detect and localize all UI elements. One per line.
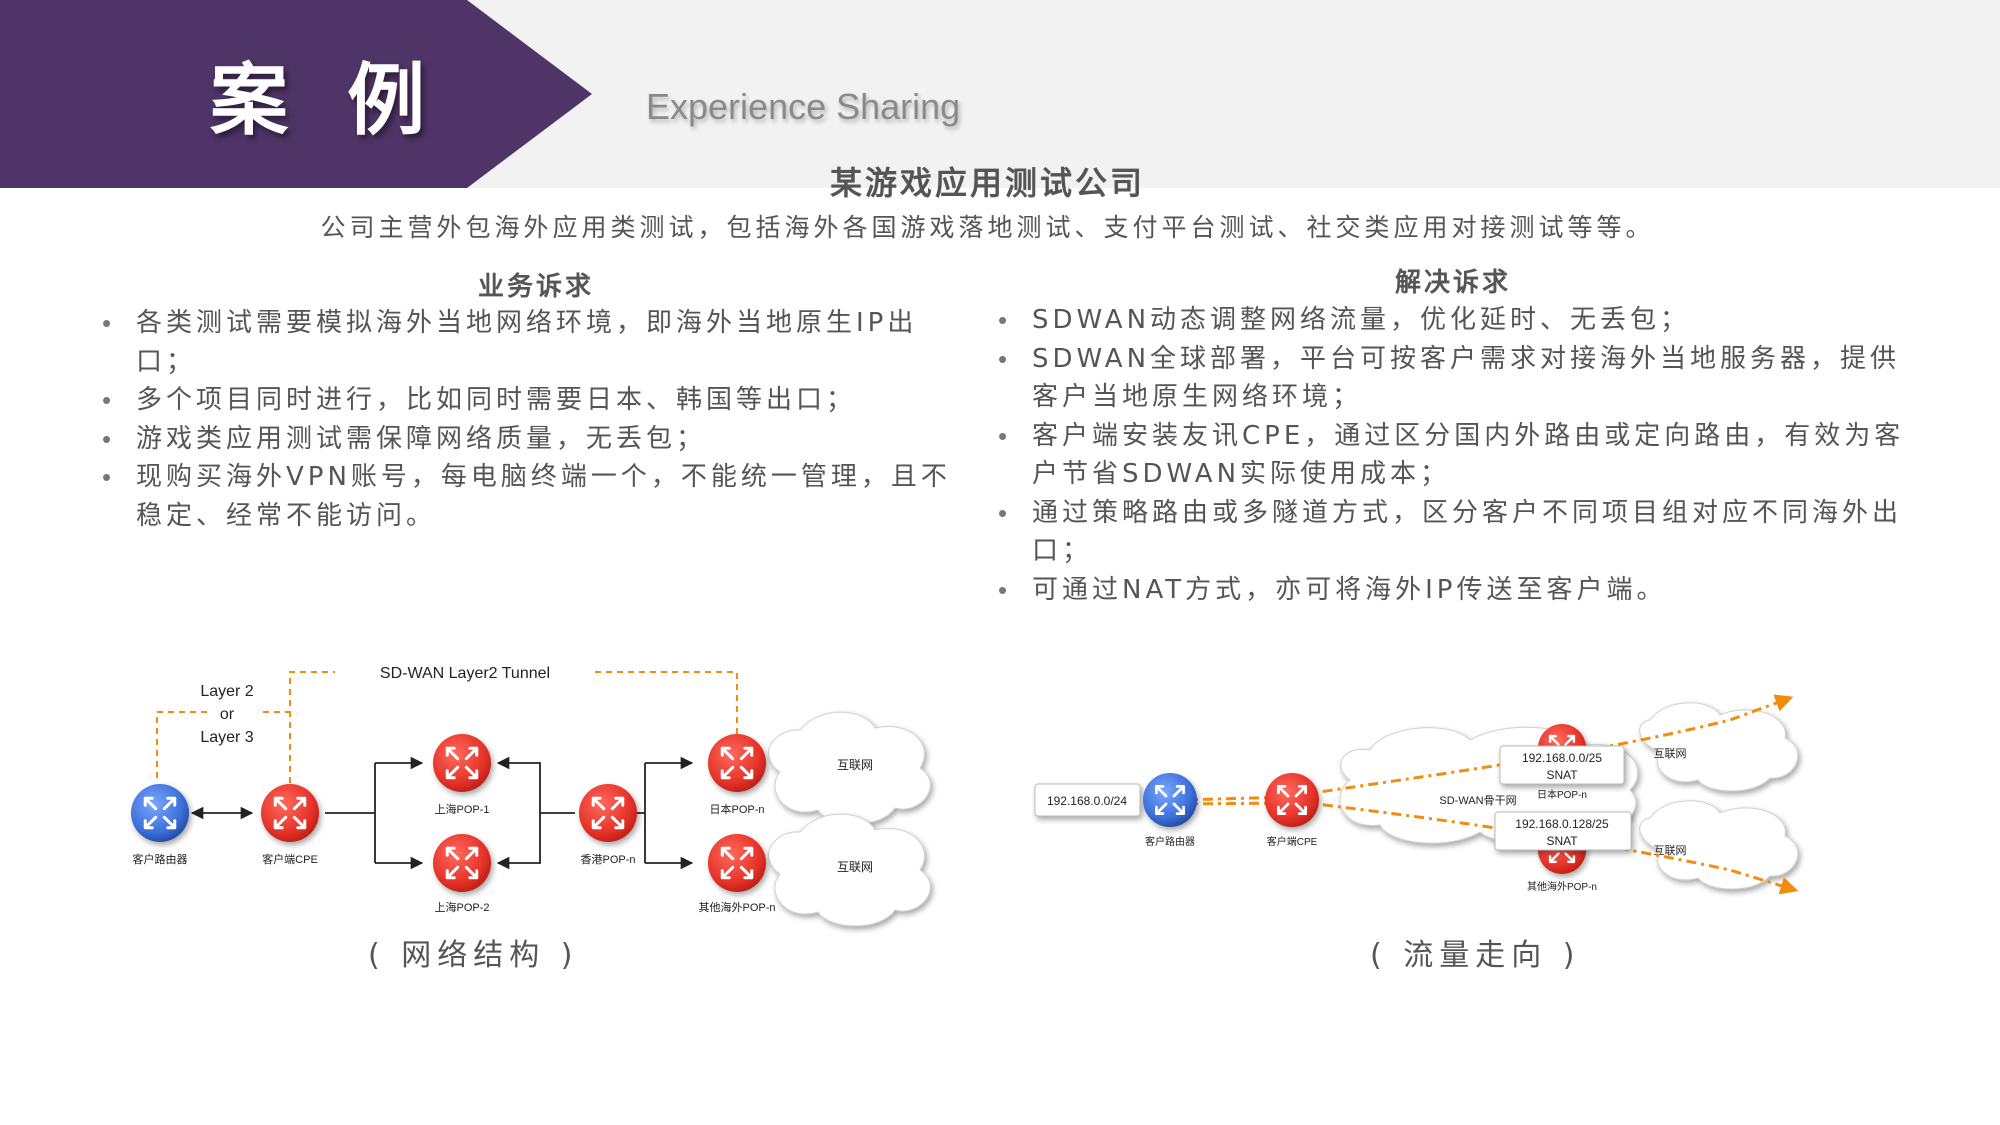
- node-label: 上海POP-2: [434, 900, 489, 914]
- router-icon: [708, 734, 766, 792]
- layer-label: or: [220, 706, 235, 723]
- internet-label: 互联网: [1654, 747, 1687, 760]
- network-structure-diagram: SD-WAN Layer2 Tunnel Layer 2 or Layer 3 …: [131, 665, 931, 927]
- list-item: SDWAN全球部署，平台可按客户需求对接海外当地服务器，提供客户当地原生网络环境…: [998, 340, 1916, 417]
- node-label: 日本POP-n: [709, 802, 764, 816]
- cloud-icon: [768, 813, 931, 927]
- node-label: 上海POP-1: [434, 802, 489, 816]
- layer-label: Layer 2: [200, 683, 253, 700]
- router-icon: [1143, 773, 1197, 827]
- internet-label: 互联网: [837, 758, 873, 772]
- list-item: SDWAN动态调整网络流量，优化延时、无丢包；: [998, 301, 1916, 340]
- router-icon: [433, 734, 491, 792]
- node-label: 客户端CPE: [262, 852, 318, 866]
- subnet-label: 192.168.0.0/25: [1522, 751, 1602, 765]
- router-icon: [433, 834, 491, 892]
- snat-box: [1494, 811, 1632, 851]
- business-list: 各类测试需要模拟海外当地网络环境，即海外当地原生IP出口； 多个项目同时进行，比…: [102, 304, 970, 535]
- left-diagram-caption: ( 网络结构 ): [368, 938, 579, 973]
- page-subtitle: Experience Sharing: [646, 86, 961, 127]
- right-diagram-caption: ( 流量走向 ): [1370, 938, 1581, 973]
- router-icon: [131, 784, 189, 842]
- cloud-icon: [1639, 702, 1799, 792]
- list-item: 客户端安装友讯CPE，通过区分国内外路由或定向路由，有效为客户节省SDWAN实际…: [998, 417, 1916, 494]
- tunnel-label: SD-WAN Layer2 Tunnel: [380, 665, 550, 682]
- node-label: 其他海外POP-n: [1527, 880, 1597, 893]
- subnet-label: 192.168.0.128/25: [1515, 817, 1609, 831]
- router-icon: [579, 784, 637, 842]
- business-heading: 业务诉求: [478, 272, 595, 302]
- page-title: 案 例: [210, 56, 442, 146]
- internet-label: 互联网: [1654, 844, 1687, 857]
- node-label: 客户端CPE: [1267, 835, 1318, 848]
- cloud-icon: [1639, 800, 1799, 890]
- node-label: 日本POP-n: [1537, 788, 1587, 801]
- list-item: 游戏类应用测试需保障网络质量，无丢包；: [102, 420, 970, 459]
- list-item: 现购买海外VPN账号，每电脑终端一个，不能统一管理，且不稳定、经常不能访问。: [102, 458, 970, 535]
- node-label: 客户路由器: [133, 852, 188, 866]
- node-label: 其他海外POP-n: [698, 900, 775, 914]
- title-banner: [0, 0, 592, 188]
- list-item: 通过策略路由或多隧道方式，区分客户不同项目组对应不同海外出口；: [998, 494, 1916, 571]
- snat-box: [1499, 745, 1625, 785]
- list-item: 各类测试需要模拟海外当地网络环境，即海外当地原生IP出口；: [102, 304, 970, 381]
- case-description: 公司主营外包海外应用类测试，包括海外各国游戏落地测试、支付平台测试、社交类应用对…: [320, 213, 1655, 242]
- router-icon: [261, 784, 319, 842]
- internet-label: 互联网: [837, 860, 873, 874]
- subnet-label: 192.168.0.0/24: [1047, 794, 1127, 808]
- subnet-box: [1034, 783, 1141, 817]
- case-title: 某游戏应用测试公司: [829, 164, 1145, 202]
- router-icon: [1265, 773, 1319, 827]
- cloud-icon: [768, 711, 931, 825]
- solution-heading: 解决诉求: [1395, 268, 1512, 298]
- layer-label: Layer 3: [200, 729, 253, 746]
- list-item: 多个项目同时进行，比如同时需要日本、韩国等出口；: [102, 381, 970, 420]
- node-label: 客户路由器: [1145, 835, 1195, 848]
- traffic-flow-diagram: SD-WAN骨干网 互联网 互联网 192.168.0.0/24 客户路由器 客…: [1034, 694, 1799, 895]
- backbone-label: SD-WAN骨干网: [1439, 794, 1516, 807]
- list-item: 可通过NAT方式，亦可将海外IP传送至客户端。: [998, 571, 1916, 610]
- router-icon: [708, 834, 766, 892]
- solution-list: SDWAN动态调整网络流量，优化延时、无丢包； SDWAN全球部署，平台可按客户…: [998, 301, 1916, 610]
- snat-label: SNAT: [1546, 834, 1578, 848]
- snat-label: SNAT: [1546, 768, 1578, 782]
- node-label: 香港POP-n: [580, 853, 635, 866]
